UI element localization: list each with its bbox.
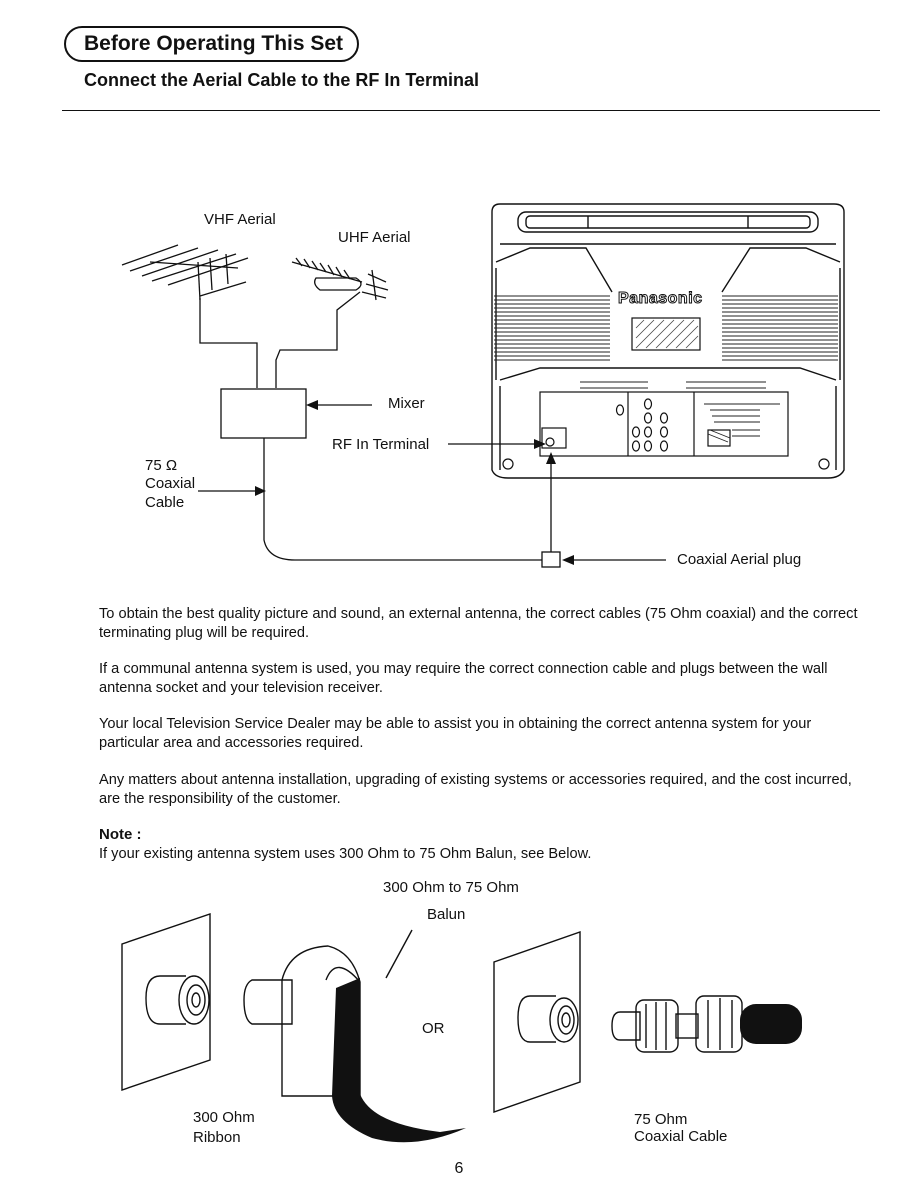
300-ohm-ribbon-icon [332, 978, 466, 1143]
coax-cable-label-line3: Cable [145, 494, 185, 511]
balun-illustration [121, 913, 743, 1113]
vhf-aerial-label: VHF Aerial [204, 211, 276, 228]
rating-label-plate [631, 317, 701, 351]
note-title: Note : [99, 826, 142, 843]
uhf-aerial-label: UHF Aerial [338, 229, 411, 246]
vhf-aerial-icon [121, 244, 249, 301]
coaxial-cable-connector-icon [611, 995, 743, 1053]
wall-socket-75-ohm [493, 931, 581, 1113]
balun-connector-icon [243, 979, 293, 1025]
paragraph-responsibility: Any matters about antenna installation, … [99, 772, 852, 807]
tv-brand-logo: Panasonic [618, 290, 703, 308]
rear-connector-panel [502, 391, 830, 470]
uhf-aerial-icon [291, 257, 389, 301]
balun-title-line2: Balun [427, 906, 466, 923]
paragraph-cables: To obtain the best quality picture and s… [99, 606, 858, 641]
coax-cable-label-line2: Coaxial [145, 475, 196, 492]
coaxial-aerial-plug-label: Coaxial Aerial plug [677, 551, 802, 568]
coax-cable-impedance-label: 75 Ω [145, 457, 178, 474]
coax-75-label-line2: Coaxial Cable [634, 1128, 728, 1145]
coaxial-aerial-plug-icon [541, 551, 561, 568]
or-label: OR [422, 1020, 445, 1037]
page-number: 6 [454, 1160, 464, 1177]
ribbon-label-line1: 300 Ohm [193, 1109, 255, 1126]
coax-75-label-line1: 75 Ohm [634, 1111, 688, 1128]
vent-grille [494, 295, 838, 361]
paragraph-service-dealer: Your local Television Service Dealer may… [99, 716, 812, 751]
subheading: Connect the Aerial Cable to the RF In Te… [84, 70, 480, 90]
tv-rear-view [491, 203, 845, 479]
mixer-label: Mixer [388, 395, 425, 412]
paragraph-communal-antenna: If a communal antenna system is used, yo… [99, 661, 828, 696]
75-ohm-cable-icon [740, 1004, 802, 1044]
mixer-box [220, 388, 307, 439]
rf-in-terminal-label: RF In Terminal [332, 436, 430, 453]
note-text: If your existing antenna system uses 300… [99, 846, 592, 862]
header-divider [62, 110, 880, 111]
section-title: Before Operating This Set [64, 26, 360, 62]
wall-socket-300-ohm [121, 913, 211, 1091]
balun-title-line1: 300 Ohm to 75 Ohm [383, 879, 519, 896]
ribbon-label-line2: Ribbon [193, 1129, 241, 1146]
